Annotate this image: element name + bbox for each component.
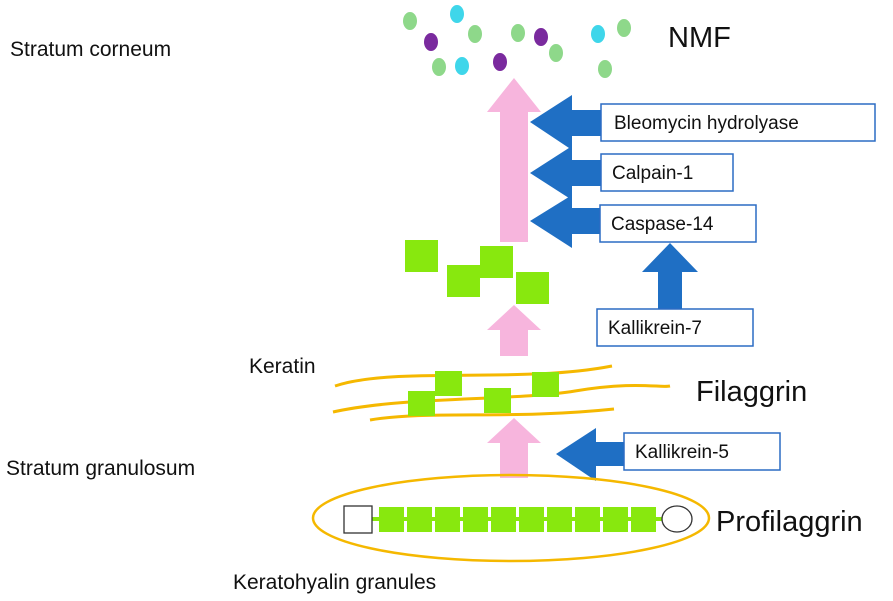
bleomycin-hydrolyase-label: Bleomycin hydrolyase bbox=[614, 113, 799, 134]
filaggrin-monomers bbox=[405, 240, 549, 304]
calpain-1-box: Calpain-1 bbox=[600, 153, 734, 192]
keratin-label: Keratin bbox=[249, 355, 316, 378]
profilaggrin-repeat bbox=[435, 507, 460, 532]
profilaggrin-repeat bbox=[379, 507, 404, 532]
kallikrein-7-box: Kallikrein-7 bbox=[596, 308, 754, 347]
filaggrin-bound bbox=[435, 371, 462, 396]
nmf-molecule bbox=[432, 58, 446, 76]
nmf-label: NMF bbox=[668, 22, 731, 54]
blue-arrow-bleomycin bbox=[530, 95, 602, 150]
profilaggrin-label: Profilaggrin bbox=[716, 506, 863, 538]
caspase-14-box: Caspase-14 bbox=[599, 204, 757, 243]
profilaggrin-repeat bbox=[575, 507, 600, 532]
profilaggrin-c-terminus bbox=[661, 505, 693, 533]
profilaggrin-repeat bbox=[631, 507, 656, 532]
keratin-fiber bbox=[334, 364, 613, 388]
caspase-14-label: Caspase-14 bbox=[611, 214, 714, 235]
profilaggrin-repeat bbox=[547, 507, 572, 532]
filaggrin-monomer bbox=[480, 246, 513, 278]
filaggrin-monomer bbox=[405, 240, 438, 272]
nmf-molecule bbox=[450, 5, 464, 23]
profilaggrin-n-terminus bbox=[343, 505, 373, 534]
nmf-molecule bbox=[403, 12, 417, 30]
filaggrin-bound bbox=[408, 391, 435, 416]
filaggrin-label: Filaggrin bbox=[696, 376, 807, 408]
keratin-fiber bbox=[369, 407, 615, 422]
nmf-molecule bbox=[617, 19, 631, 37]
filaggrin-bound bbox=[484, 388, 511, 413]
pink-arrow-middle bbox=[487, 305, 541, 356]
pink-arrow-top bbox=[487, 78, 541, 242]
kallikrein-5-label: Kallikrein-5 bbox=[635, 442, 729, 463]
nmf-molecule bbox=[534, 28, 548, 46]
nmf-molecule bbox=[493, 53, 507, 71]
nmf-molecule bbox=[598, 60, 612, 78]
keratohyalin-granule bbox=[311, 473, 711, 563]
nmf-molecule bbox=[424, 33, 438, 51]
kallikrein-5-box: Kallikrein-5 bbox=[623, 432, 781, 471]
nmf-molecule bbox=[591, 25, 605, 43]
filaggrin-monomer bbox=[447, 265, 480, 297]
nmf-molecule bbox=[511, 24, 525, 42]
nmf-molecule bbox=[468, 25, 482, 43]
stratum-granulosum-label: Stratum granulosum bbox=[6, 457, 195, 480]
blue-arrow-caspase bbox=[530, 195, 602, 248]
profilaggrin-repeat bbox=[603, 507, 628, 532]
keratohyalin-granules-label: Keratohyalin granules bbox=[233, 571, 436, 594]
nmf-molecules bbox=[403, 5, 631, 78]
profilaggrin-repeat bbox=[463, 507, 488, 532]
calpain-1-label: Calpain-1 bbox=[612, 163, 693, 184]
nmf-molecule bbox=[549, 44, 563, 62]
blue-arrow-kallikrein-5 bbox=[556, 428, 626, 481]
kallikrein-7-label: Kallikrein-7 bbox=[608, 318, 702, 339]
profilaggrin-repeat bbox=[491, 507, 516, 532]
filaggrin-bound bbox=[532, 372, 559, 397]
blue-arrow-calpain bbox=[530, 146, 602, 200]
bleomycin-hydrolyase-box: Bleomycin hydrolyase bbox=[600, 103, 876, 142]
filaggrin-monomer bbox=[516, 272, 549, 304]
stratum-corneum-label: Stratum corneum bbox=[10, 38, 171, 61]
profilaggrin-repeat bbox=[519, 507, 544, 532]
pink-arrow-bottom bbox=[487, 418, 541, 478]
nmf-molecule bbox=[455, 57, 469, 75]
granule-outline bbox=[311, 473, 711, 563]
filaggrin-bound-squares bbox=[408, 371, 559, 416]
profilaggrin-repeat bbox=[407, 507, 432, 532]
blue-arrow-kallikrein-7-up bbox=[642, 243, 698, 312]
